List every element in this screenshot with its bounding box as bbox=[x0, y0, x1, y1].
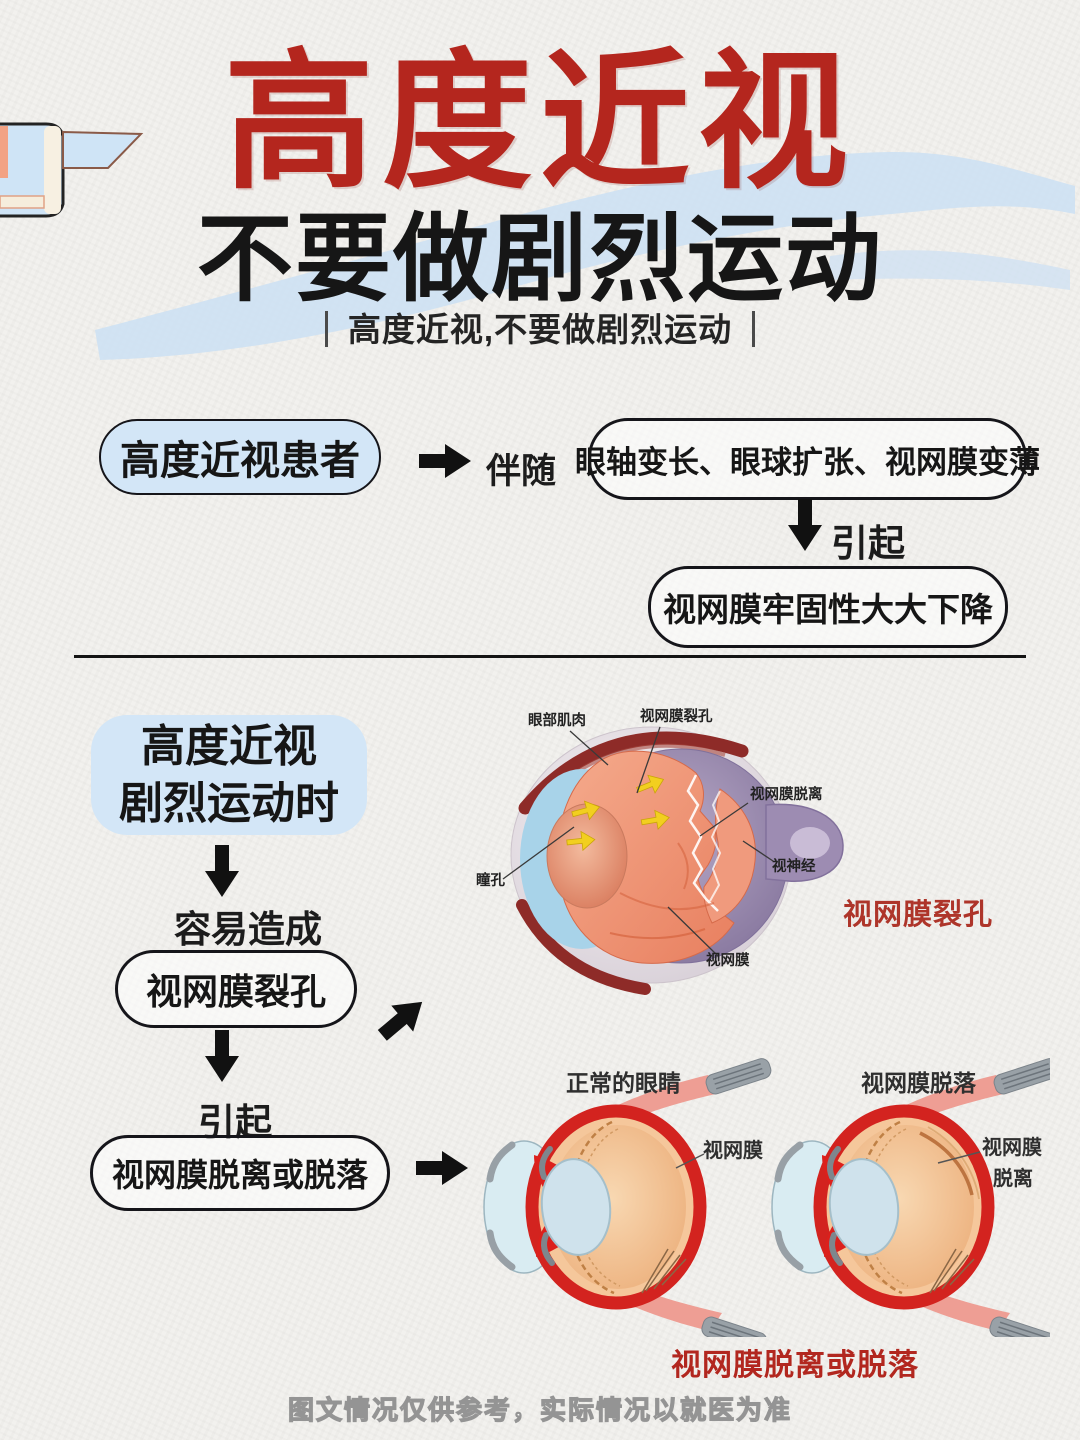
arrow-right-icon bbox=[416, 1151, 468, 1185]
flow-effect-axial-growth: 眼轴变长、眼球扩张、视网膜变薄 bbox=[575, 418, 1040, 500]
subtitle-left-bar bbox=[324, 311, 328, 348]
utility-knife-icon bbox=[0, 122, 144, 218]
label-retina-right-eye: 视网膜 bbox=[982, 1137, 1042, 1159]
eye-comparison-illustration bbox=[483, 1058, 1050, 1337]
arrow-down-icon bbox=[788, 499, 822, 551]
label-retinal-detachment: 视网膜脱离 bbox=[750, 785, 823, 803]
flow-start-line2: 剧烈运动时 bbox=[119, 779, 339, 828]
subtitle-right-bar bbox=[752, 311, 756, 348]
label-pupil: 瞳孔 bbox=[476, 871, 505, 889]
detached-eye-drawing bbox=[771, 1058, 1050, 1337]
label-retinal-tear: 视网膜裂孔 bbox=[640, 707, 713, 725]
label-retina: 视网膜 bbox=[706, 951, 750, 969]
flow-start-intense-exercise: 高度近视 剧烈运动时 bbox=[91, 715, 367, 835]
normal-eye-drawing bbox=[483, 1058, 772, 1337]
flow-start-line1: 高度近视 bbox=[141, 721, 317, 771]
normal-eye-title: 正常的眼睛 bbox=[566, 1070, 681, 1096]
blue-brush-swoosh bbox=[95, 151, 1075, 360]
detached-eye-title: 视网膜脱落 bbox=[861, 1070, 976, 1096]
eye-cross-section-illustration: 眼部肌肉 视网膜裂孔 视网膜脱离 视神经 瞳孔 视网膜 bbox=[476, 707, 844, 995]
relation-label-easily-causes: 容易造成 bbox=[174, 909, 322, 950]
subtitle-text: 高度近视,不要做剧烈运动 bbox=[347, 311, 733, 348]
flow-effect-retina-weakened: 视网膜牢固性大大下降 bbox=[648, 566, 1008, 648]
sub-main-title: 不要做剧烈运动 bbox=[197, 206, 883, 313]
flow-result-retinal-detachment: 视网膜脱离或脱落 bbox=[90, 1135, 390, 1211]
main-title: 高度近视 bbox=[223, 38, 856, 206]
caption-retinal-tear: 视网膜裂孔 bbox=[843, 899, 994, 931]
label-optic-nerve: 视神经 bbox=[772, 857, 816, 875]
arrow-down-icon bbox=[205, 1030, 239, 1082]
section-divider bbox=[74, 655, 1026, 658]
arrow-diagonal-icon bbox=[377, 1001, 423, 1041]
flow-result-retinal-tear: 视网膜裂孔 bbox=[115, 950, 357, 1028]
disclaimer-text: 图文情况仅供参考，实际情况以就医为准 bbox=[287, 1394, 792, 1425]
relation-label-accompany: 伴随 bbox=[486, 452, 557, 491]
flow-start-patients: 高度近视患者 bbox=[99, 419, 381, 495]
subtitle: 高度近视,不要做剧烈运动 bbox=[0, 303, 1080, 353]
caption-retinal-detachment: 视网膜脱离或脱落 bbox=[671, 1349, 919, 1382]
arrow-down-icon bbox=[205, 845, 239, 897]
arrow-right-icon bbox=[419, 444, 471, 478]
label-detachment-right-eye: 脱离 bbox=[993, 1168, 1033, 1190]
relation-label-cause-1: 引起 bbox=[831, 523, 905, 564]
label-retina-left-eye: 视网膜 bbox=[703, 1140, 763, 1162]
label-eye-muscle: 眼部肌肉 bbox=[528, 711, 586, 729]
